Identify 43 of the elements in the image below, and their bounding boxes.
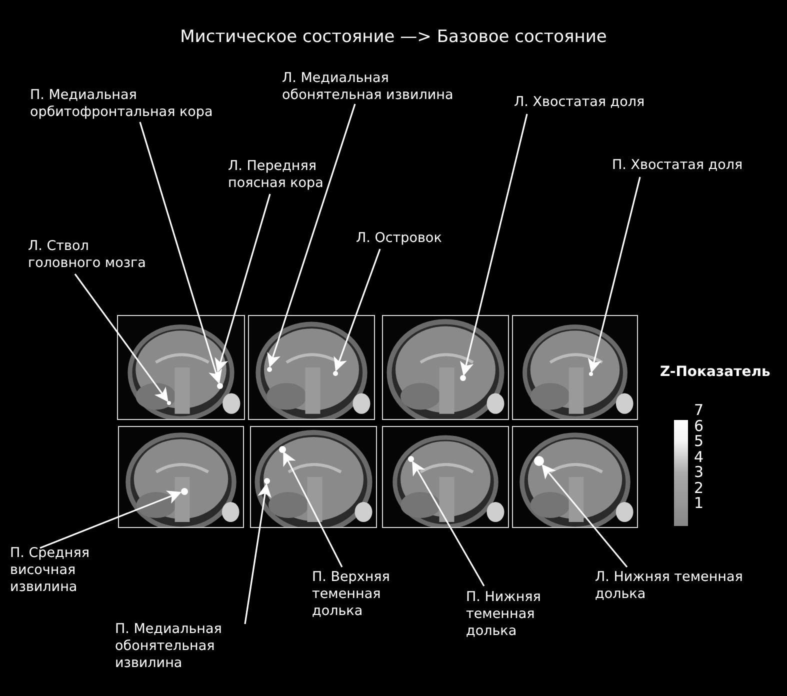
callout-label: Л. Хвостатая доля: [514, 94, 694, 111]
callout-label: Л. Медиальная обонятельная извилина: [282, 70, 462, 104]
leader-arrow: [334, 248, 381, 372]
diagram-title: Мистическое состояние —> Базовое состояние: [179, 27, 608, 47]
scale-tick-label: 3: [694, 466, 704, 478]
callout-label: П. Хвостатая доля: [612, 157, 782, 174]
brain-scan-panel: [382, 426, 509, 528]
callout-label: Л. Ствол головного мозга: [28, 238, 158, 272]
leader-arrow: [40, 490, 182, 549]
callout-label: П. Медиальная обонятельная извилина: [115, 621, 265, 672]
brain-scan-panel: [117, 315, 245, 420]
activation-spot: [589, 372, 593, 376]
leader-arrow: [588, 176, 641, 373]
callout-label: Л. Островок: [356, 230, 476, 247]
scale-tick-label: 2: [694, 482, 704, 494]
callout-label: П. Медиальная орбитофронтальная кора: [30, 87, 260, 121]
leader-arrow: [74, 274, 168, 402]
callout-label: П. Верхняя теменная долька: [312, 569, 422, 620]
leader-arrow: [267, 104, 356, 368]
brain-scan-panel: [512, 315, 638, 420]
leader-arrow: [460, 114, 528, 376]
leader-arrow: [542, 464, 628, 568]
leader-arrow: [214, 194, 271, 372]
activation-spot: [266, 366, 272, 372]
callout-label: Л. Нижняя теменная долька: [595, 569, 745, 603]
leader-arrow: [244, 483, 272, 624]
callout-label: Л. Передняя поясная кора: [228, 158, 358, 192]
brain-scan-panel: [118, 426, 244, 528]
leader-arrow: [412, 460, 485, 586]
leader-arrow: [283, 451, 343, 568]
scale-tick-label: 6: [694, 420, 704, 432]
scale-title: Z-Показатель: [660, 364, 770, 380]
scale-tick-label: 7: [694, 404, 704, 416]
callout-label: П. Нижняя теменная долька: [466, 589, 576, 640]
callout-label: П. Средняя височная извилина: [10, 545, 120, 596]
leader-arrow: [139, 122, 222, 384]
scale-tick-label: 5: [694, 435, 704, 447]
scale-tick-label: 4: [694, 450, 704, 462]
brain-scan-panel: [248, 315, 375, 420]
scale-tick-label: 1: [694, 497, 704, 509]
activation-spot: [332, 370, 338, 376]
brain-scan-panel: [512, 426, 638, 528]
activation-spot: [167, 401, 171, 405]
